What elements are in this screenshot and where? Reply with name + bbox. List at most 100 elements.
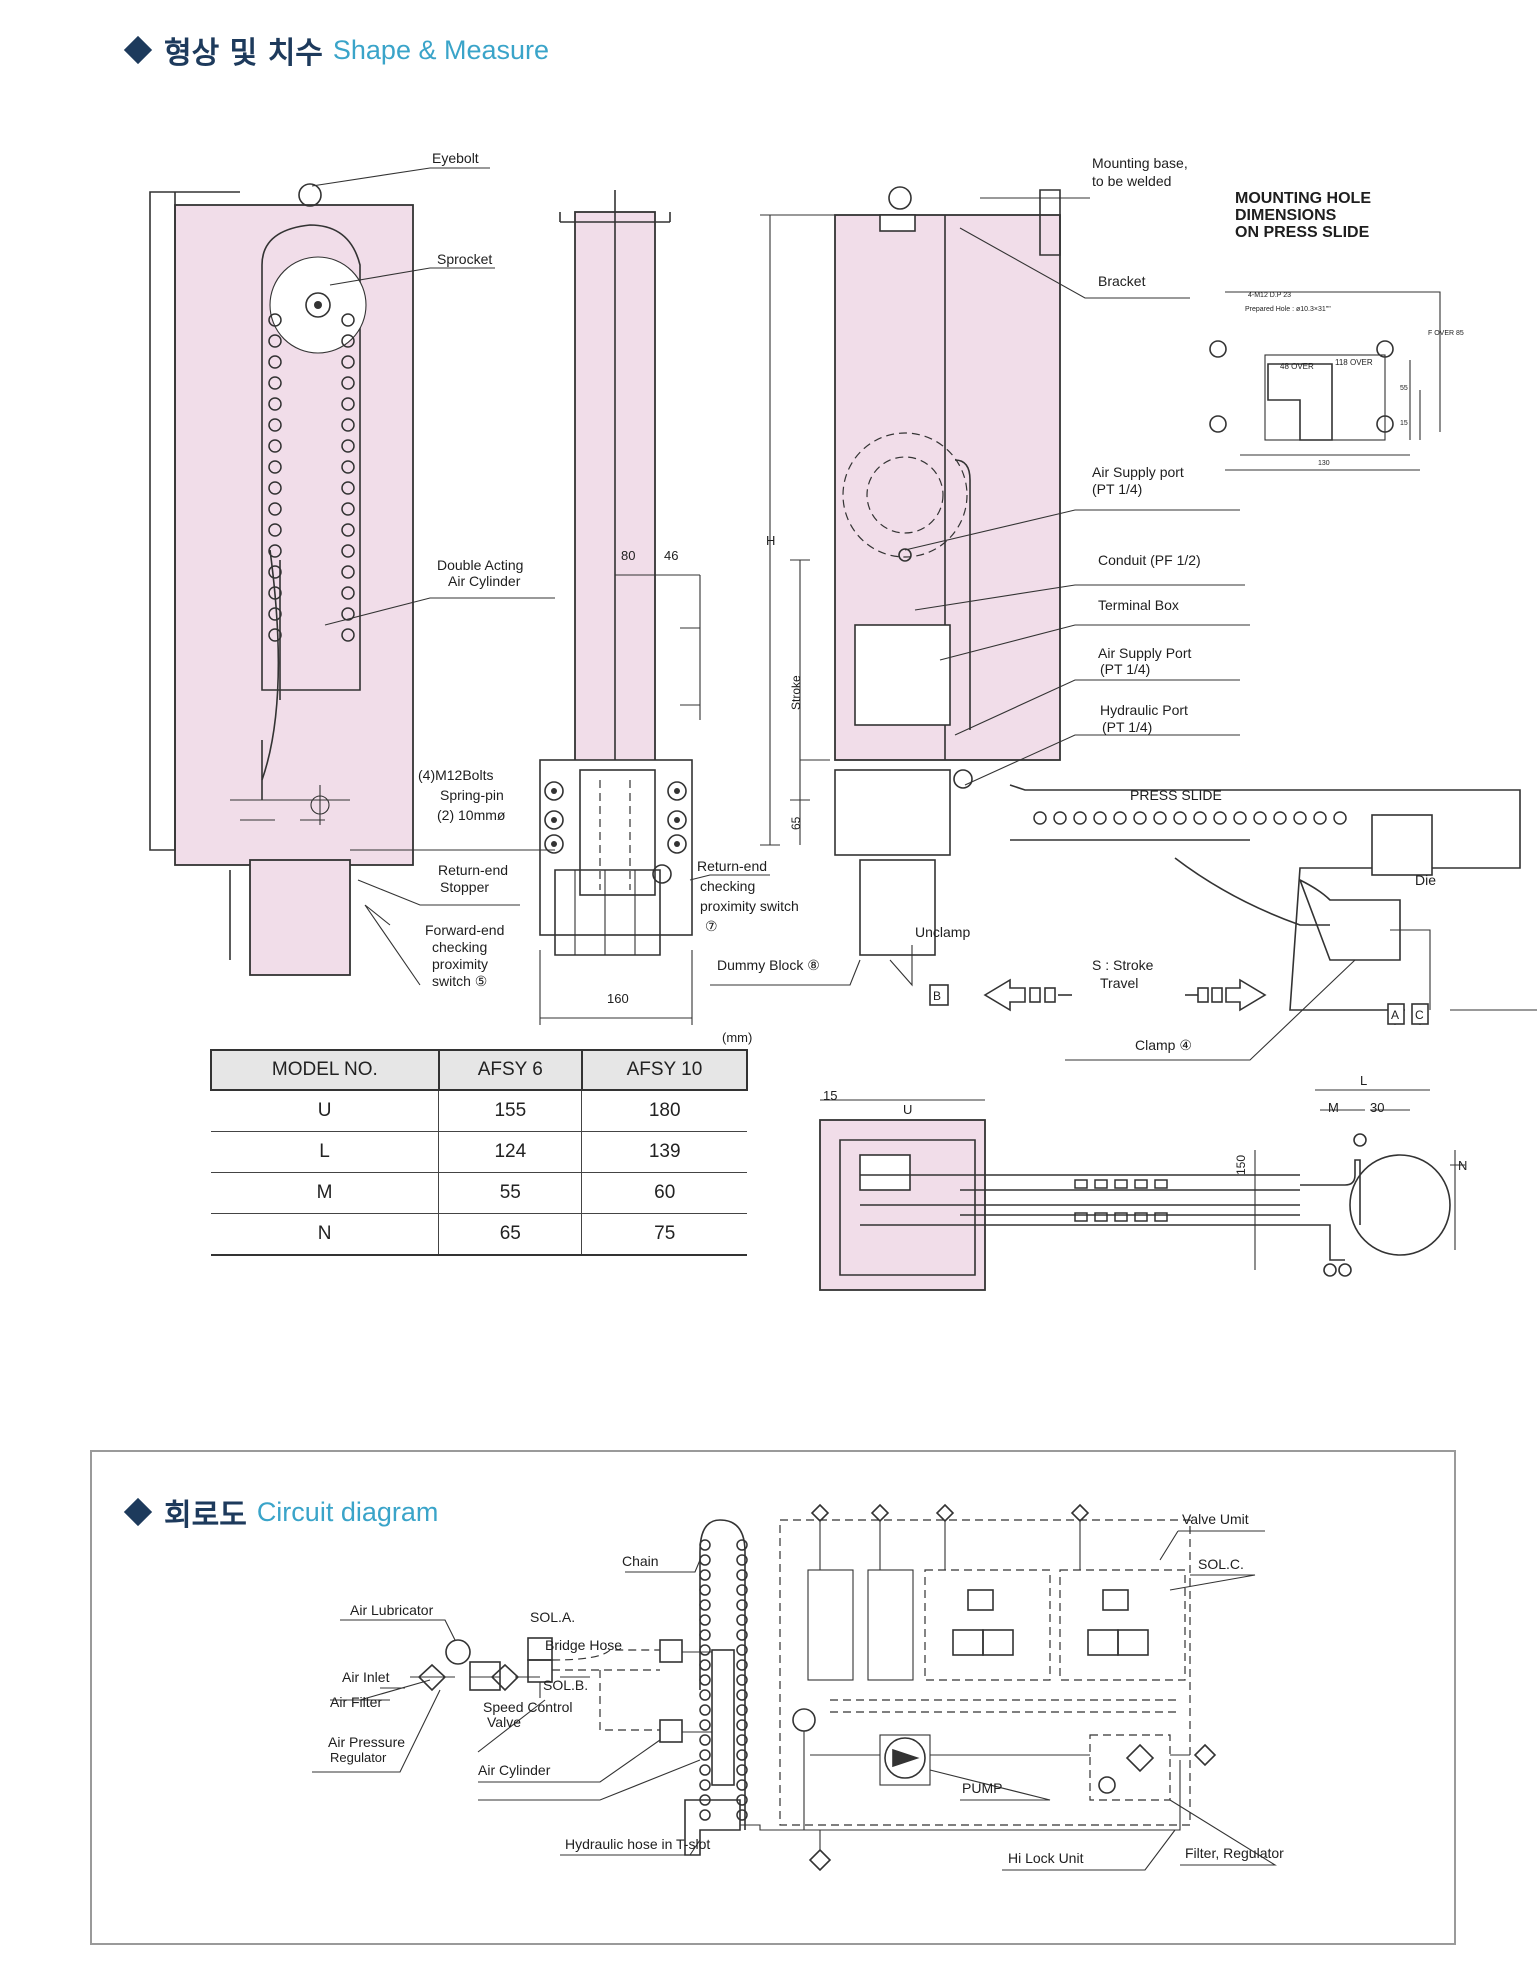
chain-link: [268, 397, 282, 411]
label-spring-size: (2) 10mmø: [437, 807, 506, 823]
chain-link: [1253, 811, 1267, 825]
label-mhd-note1: 4-M12 D.P 23: [1248, 292, 1291, 299]
chain-link: [341, 397, 355, 411]
chain-link: [268, 376, 282, 390]
table-header-row: MODEL NO. AFSY 6 AFSY 10: [210, 1049, 749, 1091]
chain-link: [341, 544, 355, 558]
chain-links: [268, 313, 355, 642]
label-air-supply-port: Air Supply port: [1092, 464, 1184, 480]
slot-hole: [1074, 1212, 1088, 1222]
label-mhd-3: ON PRESS SLIDE: [1235, 224, 1370, 241]
table-row: N 65 75: [211, 1213, 747, 1256]
section-title-ko: 회로도: [164, 1498, 247, 1533]
chain-link: [341, 586, 355, 600]
table-row: M 55 60: [211, 1172, 747, 1214]
section-title-ko: 형상 및 치수: [164, 36, 323, 71]
table-cell: 75: [581, 1213, 747, 1256]
chain-link: [1293, 811, 1307, 825]
eyebolt-icon: [298, 183, 322, 207]
label-air-supply-port2-2: (PT 1/4): [1100, 661, 1150, 677]
label-hydraulic-port: Hydraulic Port: [1100, 702, 1188, 718]
dim-46: 46: [664, 548, 678, 563]
table-cell: 155: [438, 1090, 582, 1132]
label-forward-end-4: switch ⑤: [432, 973, 487, 989]
chain-link: [341, 418, 355, 432]
chain-link: [268, 334, 282, 348]
label-mhd-55: 55: [1400, 385, 1408, 392]
chain-link: [268, 565, 282, 579]
dim-80: 80: [621, 548, 635, 563]
right-side-view: [760, 186, 1537, 1025]
slot-hole: [1094, 1212, 1108, 1222]
label-stroke-travel-2: Travel: [1100, 975, 1138, 991]
chain-link: [1133, 811, 1147, 825]
label-double-acting: Double Acting: [437, 557, 523, 573]
chain-link: [268, 355, 282, 369]
table-header-afsy10: AFSY 10: [580, 1049, 749, 1091]
mounting-hole-diagram: [1209, 291, 1441, 471]
chain-link: [341, 334, 355, 348]
dim-65: 65: [789, 816, 803, 830]
chain-link: [1333, 811, 1347, 825]
chain-link: [1313, 811, 1327, 825]
table-row: L 124 139: [211, 1131, 747, 1173]
label-return-end-check-2: checking: [700, 878, 755, 894]
chain-link: [1113, 811, 1127, 825]
chain-link: [268, 607, 282, 621]
front-view: [539, 190, 701, 1025]
leader-lines: [311, 167, 1356, 1061]
dim-m: M: [1328, 1100, 1339, 1115]
chain-link: [268, 628, 282, 642]
label-mhd-note2: Prepared Hole : ø10.3×31"": [1245, 306, 1331, 313]
dim-150: 150: [1234, 1155, 1248, 1175]
label-return-end-check-3: proximity switch: [700, 898, 799, 914]
table-header-afsy6: AFSY 6: [437, 1049, 583, 1091]
label-air-supply-port2: Air Supply Port: [1098, 645, 1191, 661]
chain-link: [341, 355, 355, 369]
chain-link: [341, 313, 355, 327]
table-cell: N: [211, 1213, 439, 1256]
chain-link: [341, 565, 355, 579]
label-press-slide: PRESS SLIDE: [1130, 787, 1222, 803]
box-c: [1411, 1003, 1429, 1025]
table-cell: 139: [581, 1131, 747, 1173]
label-mhd-15: 15: [1400, 420, 1408, 427]
table-cell: L: [211, 1131, 439, 1173]
left-arrow-icon: [983, 978, 1072, 1012]
sprocket-dashed-icon: [842, 432, 968, 562]
table-row: U 155 180: [211, 1090, 747, 1132]
label-return-end-stopper-2: Stopper: [440, 879, 489, 895]
chain-link: [341, 523, 355, 537]
label-sprocket: Sprocket: [437, 251, 492, 267]
box-a: [1387, 1003, 1405, 1025]
label-dummy-block: Dummy Block ⑧: [717, 957, 820, 973]
label-air-supply-port-2: (PT 1/4): [1092, 481, 1142, 497]
top-view: [819, 1089, 1465, 1291]
box-a-label: A: [1391, 1008, 1399, 1022]
slot-hole: [1154, 1179, 1168, 1189]
label-unclamp: Unclamp: [915, 924, 970, 940]
dim-160: 160: [607, 991, 629, 1006]
chain-link: [268, 313, 282, 327]
technical-drawing: Eyebolt Sprocket Double Acting Air Cylin…: [149, 150, 1537, 1291]
chain-link: [268, 418, 282, 432]
chain-link: [1233, 811, 1247, 825]
slot-hole: [1134, 1212, 1148, 1222]
eyebolt-icon: [888, 186, 912, 210]
section-header-circuit: 회로도 Circuit diagram: [123, 1490, 438, 1534]
chain-link: [1193, 811, 1207, 825]
label-bracket: Bracket: [1098, 273, 1146, 289]
chain-link: [1213, 811, 1227, 825]
chain-link: [268, 502, 282, 516]
slot-hole: [1114, 1179, 1128, 1189]
chain-link: [1053, 811, 1067, 825]
dim-stroke: Stroke: [789, 675, 803, 710]
label-mounting-base: Mounting base,: [1092, 155, 1188, 171]
sprocket-icon: [269, 256, 367, 354]
label-clamp: Clamp ④: [1135, 1037, 1192, 1053]
slot-hole: [1114, 1212, 1128, 1222]
chain-link: [268, 439, 282, 453]
diamond-bullet-icon: [123, 1497, 153, 1527]
chain-link: [1073, 811, 1087, 825]
chain-link: [1173, 811, 1187, 825]
